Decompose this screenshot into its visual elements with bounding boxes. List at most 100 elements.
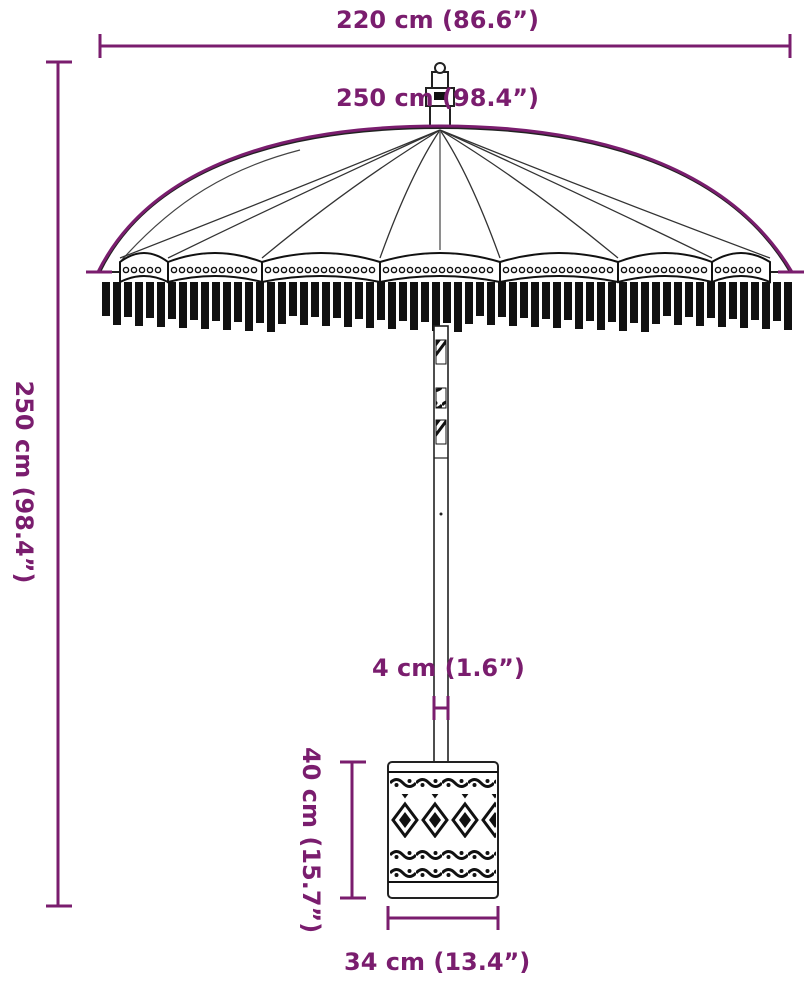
lace-knot — [668, 266, 676, 274]
lace-knot — [264, 266, 272, 274]
lace-knot — [446, 266, 454, 274]
tassel — [773, 282, 781, 321]
tassel — [696, 282, 704, 326]
tassel — [223, 282, 231, 330]
tassel — [619, 282, 627, 331]
lace-knot — [186, 266, 194, 274]
lace-knot — [382, 266, 390, 274]
tassel — [454, 282, 462, 332]
lace-knot — [242, 266, 250, 274]
lace-knot — [454, 266, 462, 274]
tassel — [366, 282, 374, 328]
tassel — [597, 282, 605, 330]
tassel — [575, 282, 583, 329]
tassel — [443, 282, 451, 323]
lace-knot — [202, 266, 210, 274]
tassel — [212, 282, 220, 321]
canopy-rib — [439, 129, 771, 259]
canopy-rib — [167, 129, 441, 259]
top-width-label: 220 cm (86.6”) — [336, 6, 539, 34]
tassel — [465, 282, 473, 324]
tassel — [322, 282, 330, 326]
tassel — [586, 282, 594, 321]
lace-knot — [754, 266, 762, 274]
tassel — [201, 282, 209, 329]
canopy-arc-line — [96, 124, 794, 273]
tassel — [300, 282, 308, 325]
lace-knot — [684, 266, 692, 274]
lace-knot — [606, 266, 614, 274]
tassel — [377, 282, 385, 320]
canopy-rib — [261, 129, 441, 259]
lace-knot — [692, 266, 700, 274]
tassel — [641, 282, 649, 332]
lace-knot — [438, 266, 446, 274]
lace-knot — [398, 266, 406, 274]
tassel — [410, 282, 418, 330]
tassel — [311, 282, 319, 317]
lace-knot — [598, 266, 606, 274]
canopy-ribs — [119, 129, 771, 259]
canopy-rib — [379, 129, 441, 259]
lace-knot — [328, 266, 336, 274]
tassel — [542, 282, 550, 319]
lace-knot — [154, 266, 162, 274]
lace-knot — [360, 266, 368, 274]
lace-knot — [462, 266, 470, 274]
lace-knot — [390, 266, 398, 274]
lace-knot — [178, 266, 186, 274]
tassel — [344, 282, 352, 327]
lace-knot — [620, 266, 628, 274]
lace-knot — [502, 266, 510, 274]
tassel — [630, 282, 638, 323]
lace-knot — [738, 266, 746, 274]
lace-knot — [304, 266, 312, 274]
tassel — [179, 282, 187, 328]
base-width-label: 34 cm (13.4”) — [344, 948, 531, 976]
tassel — [421, 282, 429, 322]
lace-knot — [296, 266, 304, 274]
lace-knot — [414, 266, 422, 274]
lace-knot — [628, 266, 636, 274]
tassel — [498, 282, 506, 317]
lace-knot — [534, 266, 542, 274]
lace-knot — [558, 266, 566, 274]
tassel — [476, 282, 484, 316]
canopy-rib — [439, 129, 501, 259]
tassel — [718, 282, 726, 327]
lace-knot — [280, 266, 288, 274]
fringe-tassels — [102, 282, 792, 332]
tassel — [124, 282, 132, 317]
tassel — [663, 282, 671, 316]
tassel — [190, 282, 198, 320]
tassel — [267, 282, 275, 332]
tassel — [784, 282, 792, 330]
lace-knot — [336, 266, 344, 274]
lace-knot — [288, 266, 296, 274]
tassel — [355, 282, 363, 319]
lace-knot — [344, 266, 352, 274]
tassel — [289, 282, 297, 316]
lace-knot — [566, 266, 574, 274]
tassel — [740, 282, 748, 328]
lace-knot — [590, 266, 598, 274]
lace-knot — [250, 266, 258, 274]
lace-knot — [526, 266, 534, 274]
lace-knot — [510, 266, 518, 274]
lace-knot — [746, 266, 754, 274]
tassel — [113, 282, 121, 325]
lace-knot — [272, 266, 280, 274]
lace-knot — [486, 266, 494, 274]
lace-knot — [644, 266, 652, 274]
canopy-shell — [98, 126, 792, 273]
lace-knot — [218, 266, 226, 274]
base-height-label: 40 cm (15.7”) — [297, 747, 325, 934]
lace-knot — [652, 266, 660, 274]
tassel — [509, 282, 517, 326]
tassel — [608, 282, 616, 322]
finial — [425, 62, 455, 127]
lace-knot — [470, 266, 478, 274]
lace-knot — [234, 266, 242, 274]
tassel — [707, 282, 715, 318]
